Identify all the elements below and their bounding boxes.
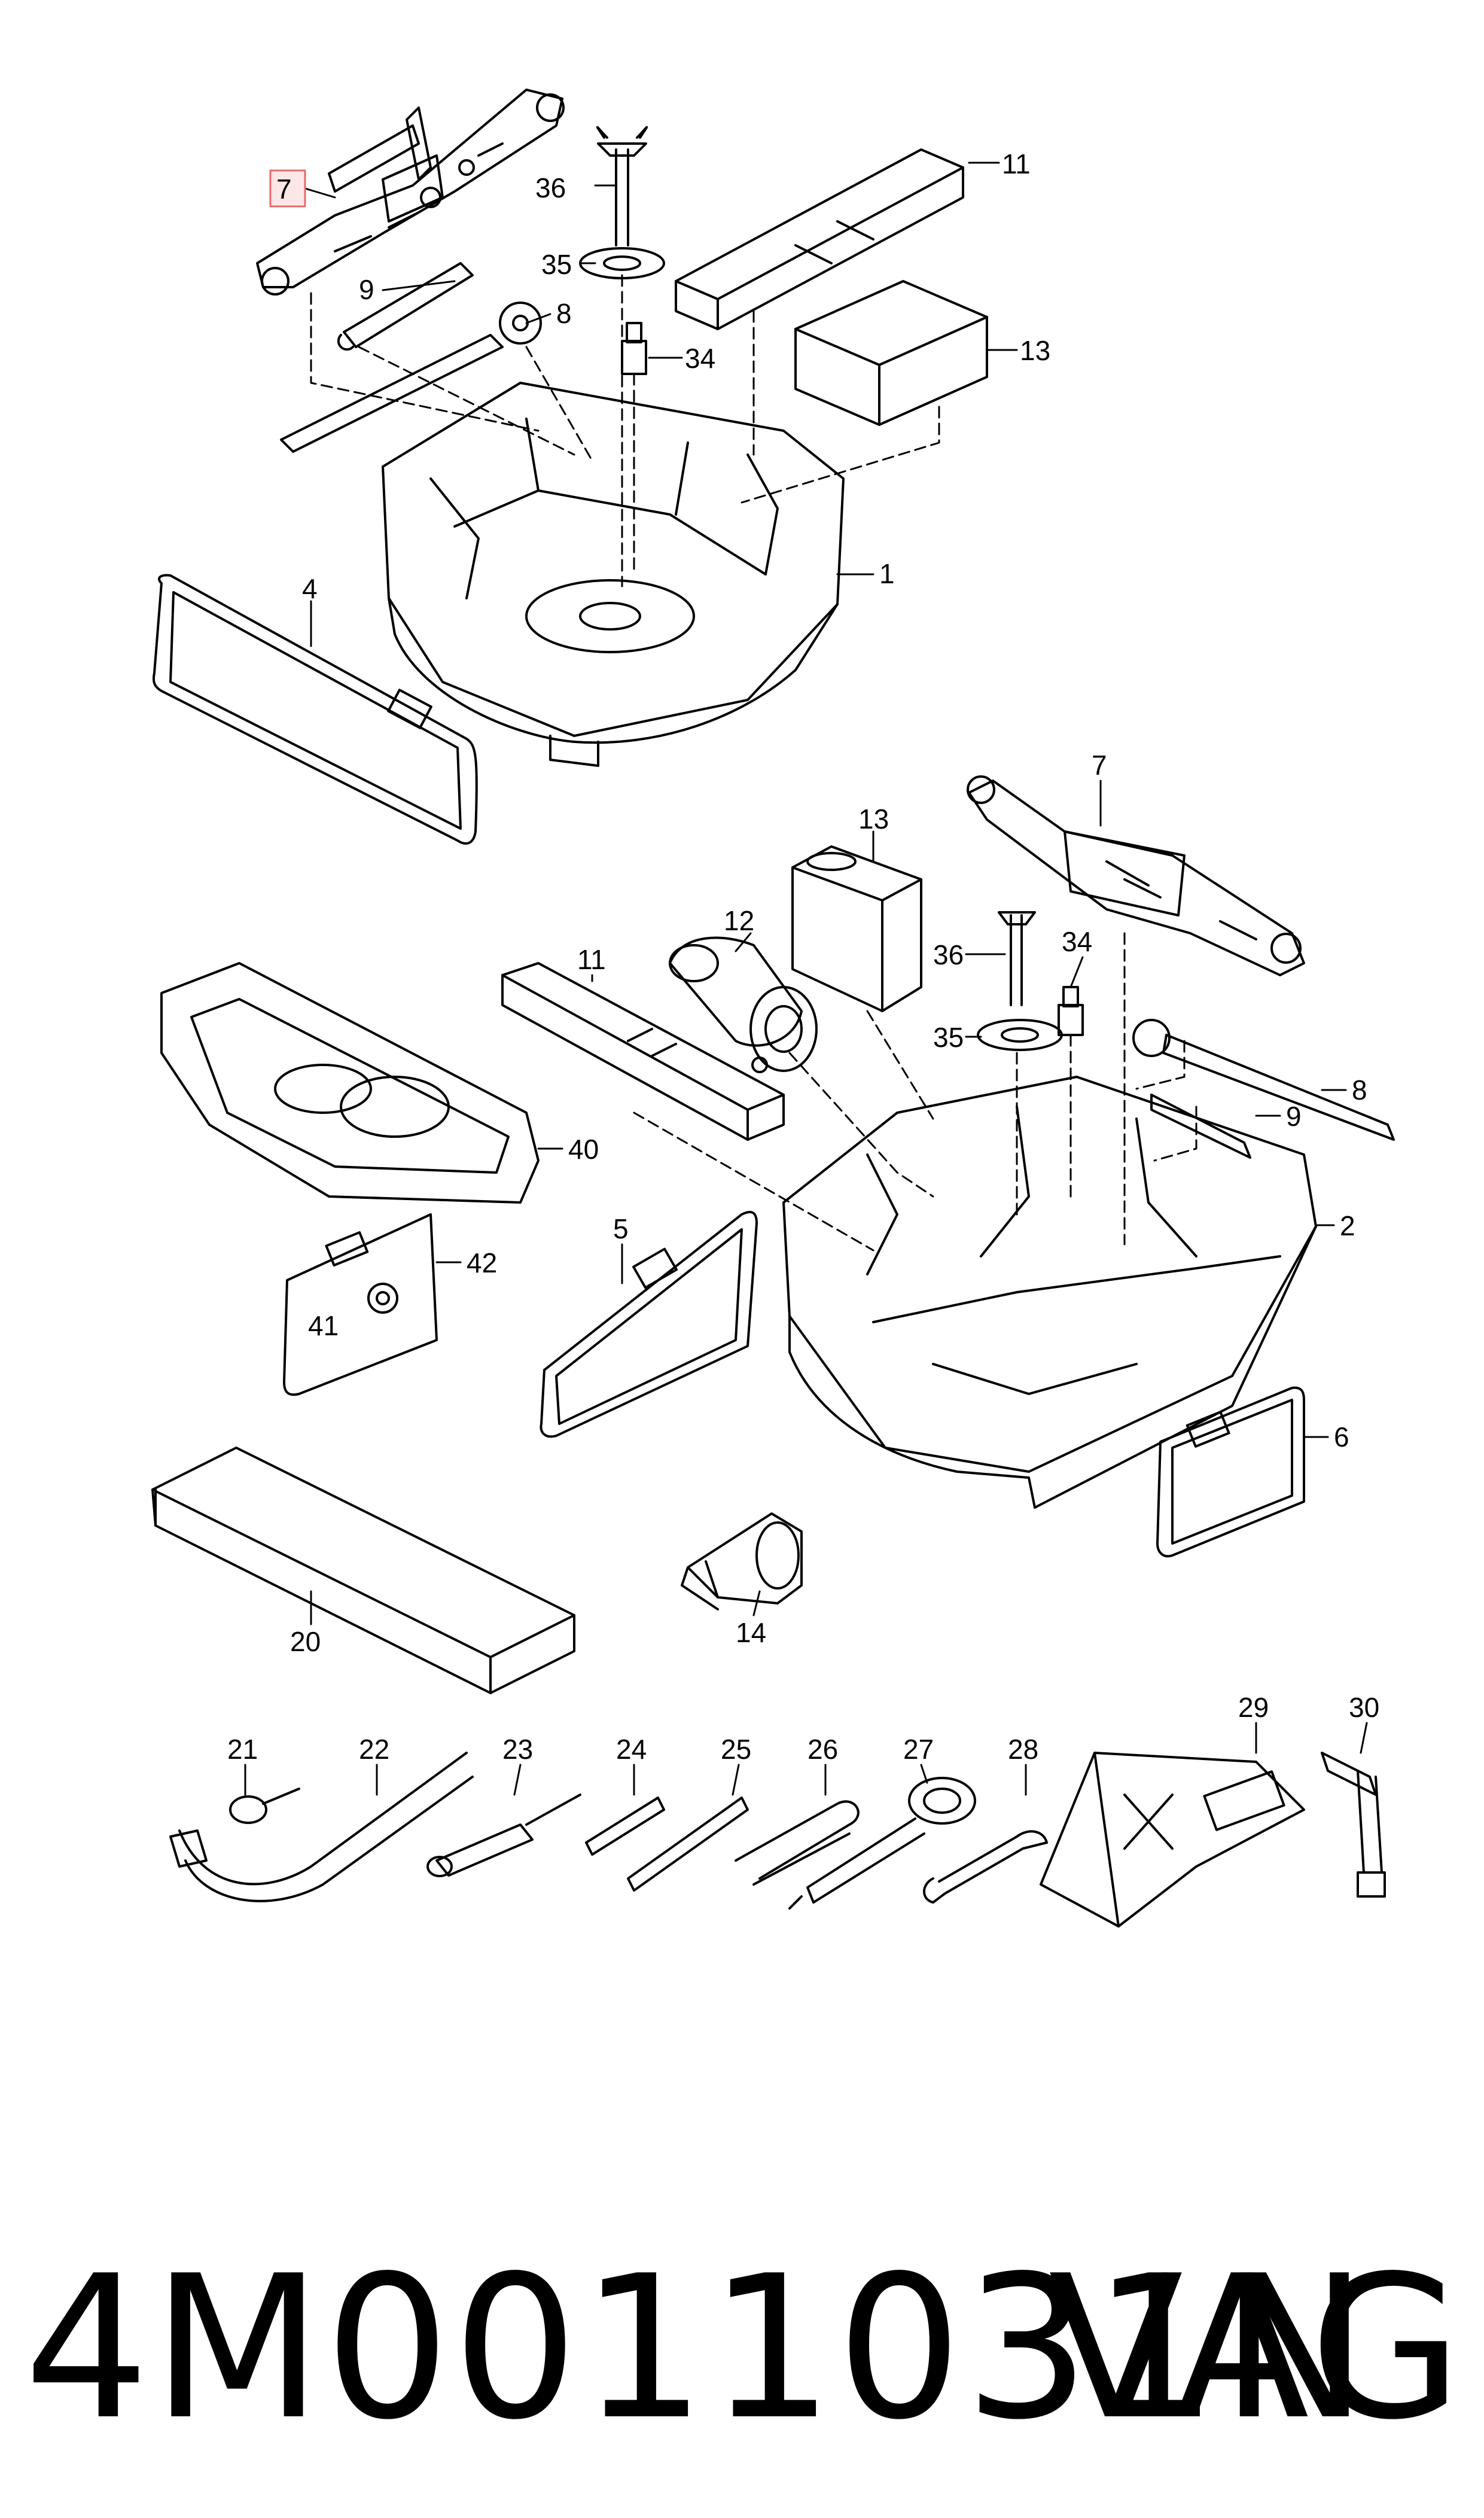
bolt-drawing-middle [998,911,1036,1006]
assembly-lines-top [310,274,940,587]
callout-41: 41 [308,1310,339,1341]
callout-7-top: 7 [276,173,292,205]
callout-9-middle: 9 [1286,1101,1302,1132]
callout-24: 24 [616,1734,647,1765]
callout-8-middle: 8 [1352,1074,1367,1106]
callout-26: 26 [807,1734,838,1765]
mat-drawing-4 [152,574,478,845]
compressor-drawing [669,936,818,1073]
callout-36-middle: 36 [933,939,964,970]
callout-23: 23 [502,1734,533,1765]
tool-drawing-29 [1040,1752,1305,1928]
tray-drawing-1 [382,382,845,767]
tray-drawing-2 [782,1076,1317,1509]
washer-drawing-middle [977,1019,1063,1051]
adapter-drawing-top [621,322,647,375]
callout-8-top: 8 [556,298,572,329]
leader-lines [244,162,1368,1796]
callout-20: 20 [290,1626,321,1657]
callout-40: 40 [568,1134,599,1165]
crank-drawing-top [280,302,542,453]
tool-drawing-24 [585,1797,665,1856]
callout-4: 4 [302,573,318,604]
callout-35-middle: 35 [933,1022,964,1053]
callout-2: 2 [1340,1210,1355,1241]
callout-12: 12 [724,905,754,936]
callout-11-middle: 11 [577,944,606,975]
assembly-lines-middle [633,932,1197,1252]
tool-drawing-28 [923,1830,1048,1904]
callout-13-middle: 13 [858,803,889,835]
callout-25: 25 [721,1734,751,1765]
tool-drawing-27 [788,1777,976,1910]
callout-35-top: 35 [541,249,572,280]
callout-7-middle: 7 [1092,750,1107,781]
callout-9-top: 9 [359,274,374,305]
box-drawing-middle [791,845,922,1012]
jack-drawing-top [256,89,565,296]
cover-drawing-42 [283,1213,438,1396]
callout-22: 22 [359,1734,389,1765]
mat-drawing-6 [1156,1386,1305,1558]
extension-bar-drawing-middle [1150,1094,1251,1159]
callout-6: 6 [1334,1421,1349,1453]
tool-drawing-21 [229,1788,300,1824]
callout-1: 1 [879,558,895,589]
callout-5: 5 [613,1213,629,1244]
adapter-drawing-middle [1058,986,1084,1036]
callout-27: 27 [903,1734,934,1765]
bolt-drawing-top [596,126,648,246]
tool-drawing-30 [1321,1752,1386,1898]
tools-row [169,1752,1386,1928]
jack-drawing-middle [967,775,1305,976]
box-drawing-top [794,280,988,426]
foam-block-drawing-top [675,148,964,330]
exploded-parts-diagram: 7 36 11 9 35 8 34 13 1 4 7 13 12 11 36 3… [151,89,1395,1928]
crank-drawing-middle [1132,1019,1395,1141]
callout-14: 14 [736,1617,766,1648]
callout-11-top: 11 [1002,148,1031,179]
callout-42: 42 [467,1247,497,1278]
part-number: 4M0011031N [24,2233,1371,2463]
tool-drawing-25 [627,1797,749,1892]
callout-labels: 7 36 11 9 35 8 34 13 1 4 7 13 12 11 36 3… [227,148,1379,1765]
foam-block-drawing-middle [501,962,785,1141]
callout-30: 30 [1349,1692,1379,1723]
mat-drawing-5 [540,1211,758,1438]
callout-29: 29 [1238,1692,1269,1723]
tool-drawing-23 [426,1794,581,1877]
callout-36-top: 36 [535,172,566,203]
foam-bar-drawing-20 [151,1447,575,1694]
foam-tray-drawing-40 [160,962,540,1204]
callout-28: 28 [1008,1734,1038,1765]
highlight-box [269,169,306,208]
callout-34-top: 34 [685,343,715,374]
tool-drawing-26 [735,1800,860,1886]
brand-label: VAG [1048,2233,1466,2463]
callout-21: 21 [227,1734,258,1765]
callout-13-top: 13 [1020,335,1050,366]
callout-34-middle: 34 [1062,926,1092,957]
towing-eye-drawing [681,1512,803,1610]
tool-drawing-22 [169,1752,474,1902]
